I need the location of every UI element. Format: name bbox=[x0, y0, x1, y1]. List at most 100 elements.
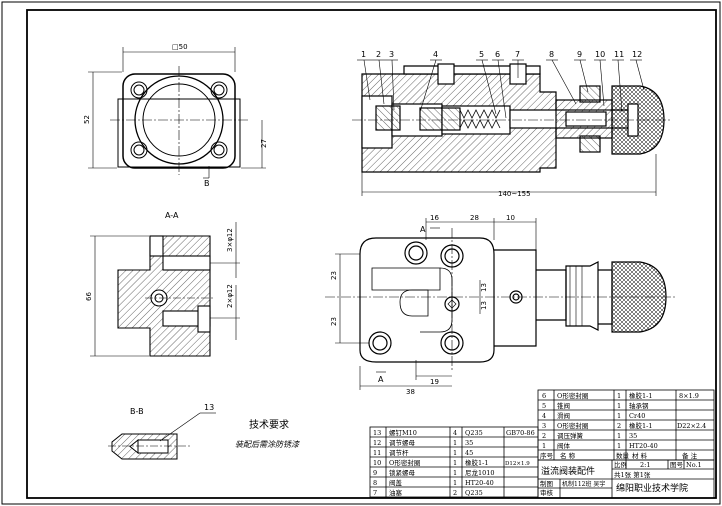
balloon-6: 6 bbox=[495, 50, 500, 59]
balloon-8: 8 bbox=[549, 50, 554, 59]
svg-text:Q235: Q235 bbox=[465, 489, 483, 497]
drawn-by-detail: 机制112班 吴宇 bbox=[562, 480, 605, 488]
dim-aa-height: 66 bbox=[85, 292, 93, 301]
svg-text:1: 1 bbox=[453, 479, 457, 487]
svg-text:锥阀: 锥阀 bbox=[557, 401, 570, 410]
svg-text:2: 2 bbox=[453, 489, 457, 497]
svg-text:尼龙1010: 尼龙1010 bbox=[465, 468, 495, 477]
svg-text:调节螺母: 调节螺母 bbox=[389, 438, 416, 447]
balloon-1: 1 bbox=[361, 50, 366, 59]
dim-top-base: 27 bbox=[260, 139, 268, 148]
svg-text:10: 10 bbox=[373, 459, 381, 467]
balloon-10: 10 bbox=[595, 50, 605, 59]
dim-front-23b: 23 bbox=[330, 317, 338, 326]
dim-top-height: 52 bbox=[83, 115, 91, 124]
drawing-title: 溢流阀装配件 bbox=[541, 465, 595, 477]
svg-text:D12×1.9: D12×1.9 bbox=[505, 461, 530, 467]
svg-text:橡胶1-1: 橡胶1-1 bbox=[629, 421, 652, 430]
svg-text:滑阀: 滑阀 bbox=[557, 411, 570, 420]
balloon-5: 5 bbox=[479, 50, 484, 59]
balloon-4: 4 bbox=[433, 50, 438, 59]
dim-front-28: 28 bbox=[470, 214, 479, 222]
balloon-7: 7 bbox=[515, 50, 520, 59]
svg-text:O形密封圈: O形密封圈 bbox=[557, 391, 588, 400]
main-section-view bbox=[352, 63, 672, 196]
inner-border bbox=[26, 9, 717, 499]
svg-text:2: 2 bbox=[542, 432, 546, 440]
svg-text:1: 1 bbox=[617, 432, 621, 440]
section-aa-view bbox=[90, 222, 240, 357]
svg-text:8×1.9: 8×1.9 bbox=[679, 392, 699, 400]
svg-text:4: 4 bbox=[542, 412, 546, 420]
dim-front-13a: 13 bbox=[480, 283, 488, 292]
drawing-no-value: No.1 bbox=[686, 461, 702, 469]
balloon-9: 9 bbox=[577, 50, 582, 59]
svg-text:1: 1 bbox=[542, 442, 546, 450]
svg-text:HT20-40: HT20-40 bbox=[465, 479, 494, 487]
svg-text:HT20-40: HT20-40 bbox=[629, 442, 658, 450]
section-mark-b: B bbox=[204, 179, 210, 188]
svg-text:GB70-86: GB70-86 bbox=[506, 429, 535, 437]
dim-front-13b: 13 bbox=[480, 301, 488, 310]
svg-text:1: 1 bbox=[453, 469, 457, 477]
svg-text:13: 13 bbox=[373, 429, 381, 437]
svg-text:油塞: 油塞 bbox=[389, 488, 403, 497]
svg-text:Q235: Q235 bbox=[465, 429, 483, 437]
svg-text:O形密封圈: O形密封圈 bbox=[557, 421, 588, 430]
svg-text:4: 4 bbox=[453, 429, 457, 437]
svg-text:O形密封圈: O形密封圈 bbox=[389, 458, 420, 467]
dim-front-38: 38 bbox=[406, 388, 415, 396]
svg-text:1: 1 bbox=[453, 459, 457, 467]
balloon-13: 13 bbox=[204, 403, 214, 412]
balloon-12: 12 bbox=[632, 50, 642, 59]
bom-lower-row: 8 阀盖 1 HT20-40 bbox=[373, 478, 494, 487]
svg-text:1: 1 bbox=[617, 392, 621, 400]
section-mark-a-top: A bbox=[420, 225, 426, 234]
dim-aa-hole1: 3×φ12 bbox=[226, 228, 234, 252]
dim-front-16: 16 bbox=[430, 214, 439, 222]
svg-text:调压弹簧: 调压弹簧 bbox=[557, 431, 584, 440]
svg-text:材 料: 材 料 bbox=[632, 451, 648, 460]
svg-text:橡胶1-1: 橡胶1-1 bbox=[629, 391, 652, 400]
svg-text:轴承钢: 轴承钢 bbox=[629, 401, 649, 410]
dim-front-10: 10 bbox=[506, 214, 515, 222]
svg-text:备 注: 备 注 bbox=[682, 451, 698, 460]
tech-req-body: 装配后需涂防锈漆 bbox=[235, 440, 300, 449]
balloon-3: 3 bbox=[389, 50, 394, 59]
svg-text:35: 35 bbox=[629, 432, 637, 440]
drawn-by-label: 制图 bbox=[540, 479, 553, 488]
dim-top-width: □50 bbox=[172, 43, 188, 51]
section-aa-title: A-A bbox=[165, 211, 179, 220]
svg-text:阀盖: 阀盖 bbox=[389, 478, 403, 487]
svg-text:锁紧螺母: 锁紧螺母 bbox=[389, 468, 416, 477]
svg-text:12: 12 bbox=[373, 439, 381, 447]
svg-text:1: 1 bbox=[453, 449, 457, 457]
balloon-2: 2 bbox=[376, 50, 381, 59]
top-view bbox=[88, 47, 266, 179]
svg-text:45: 45 bbox=[465, 449, 473, 457]
section-mark-a-bottom: A bbox=[378, 375, 384, 384]
drawing-no-label: 图号 bbox=[670, 461, 684, 469]
svg-text:1: 1 bbox=[617, 402, 621, 410]
svg-text:1: 1 bbox=[617, 442, 621, 450]
svg-text:Cr40: Cr40 bbox=[629, 412, 645, 420]
svg-text:8: 8 bbox=[373, 479, 377, 487]
dim-aa-hole2: 2×φ12 bbox=[226, 284, 234, 308]
dim-front-19: 19 bbox=[430, 378, 439, 386]
svg-text:名 称: 名 称 bbox=[560, 451, 576, 460]
tech-req-title: 技术要求 bbox=[249, 418, 289, 431]
